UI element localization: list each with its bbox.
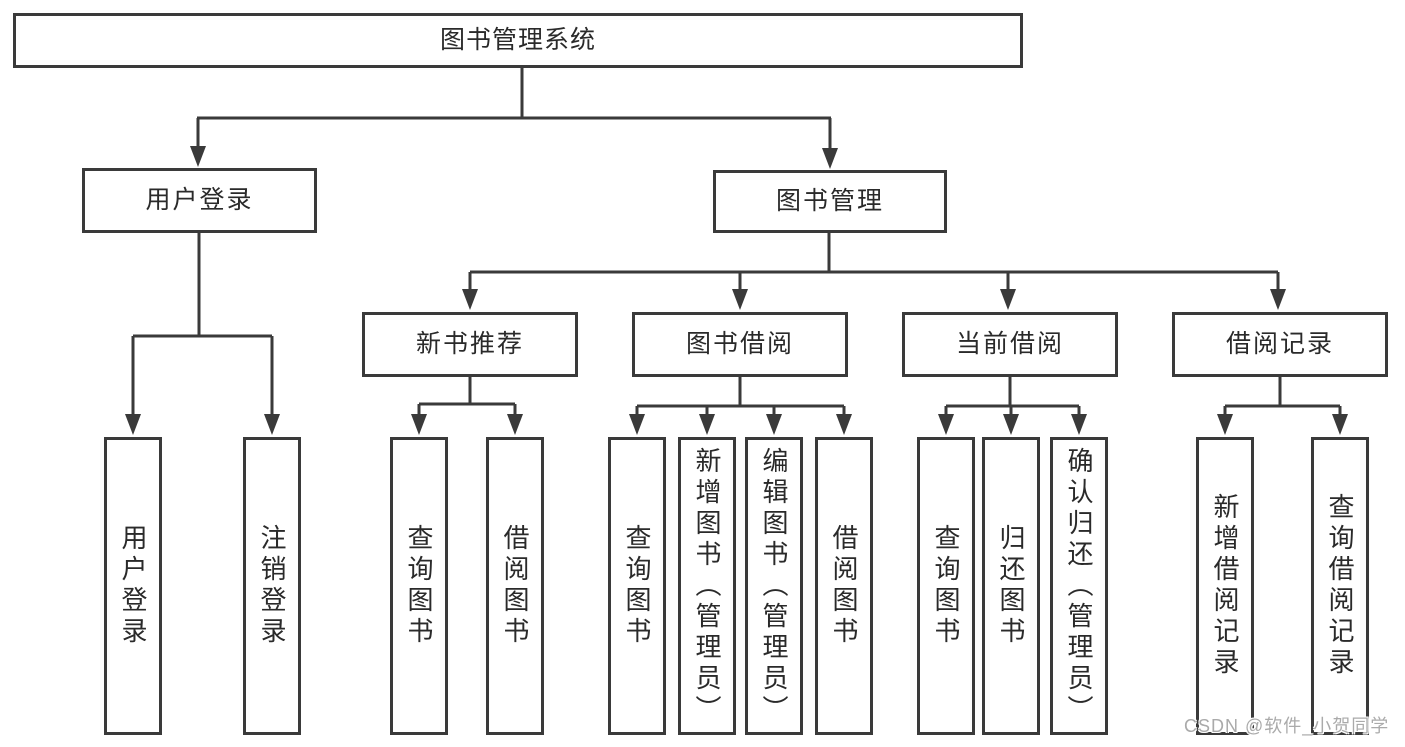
leaf-query-books-recommend: 查询图书 — [390, 437, 448, 735]
node-current-borrowing: 当前借阅 — [902, 312, 1118, 377]
leaf-edit-book-admin: 编辑图书（管理员） — [745, 437, 803, 735]
leaf-borrow-books: 借阅图书 — [815, 437, 873, 735]
node-user-login: 用户登录 — [82, 168, 317, 233]
node-book-borrowing: 图书借阅 — [632, 312, 848, 377]
connector-current-borrow-children — [938, 377, 1087, 435]
leaf-query-books-borrow: 查询图书 — [608, 437, 666, 735]
connector-book-management-children — [462, 233, 1286, 310]
node-library-management-system: 图书管理系统 — [13, 13, 1023, 68]
leaf-add-book-admin: 新增图书（管理员） — [678, 437, 736, 735]
connector-user-login-children — [125, 233, 280, 435]
leaf-add-borrow-record: 新增借阅记录 — [1196, 437, 1254, 735]
leaf-query-borrow-record: 查询借阅记录 — [1311, 437, 1369, 735]
connector-borrow-record-children — [1217, 377, 1348, 435]
node-new-book-recommendation: 新书推荐 — [362, 312, 578, 377]
leaf-query-books-current: 查询图书 — [917, 437, 975, 735]
connector-book-borrow-children — [629, 377, 852, 435]
connector-root-to-level2 — [190, 68, 838, 169]
leaf-return-book: 归还图书 — [982, 437, 1040, 735]
csdn-watermark: CSDN @软件_小贺同学 — [1184, 716, 1390, 736]
leaf-logout: 注销登录 — [243, 437, 301, 735]
leaf-borrow-books-recommend: 借阅图书 — [486, 437, 544, 735]
leaf-confirm-return-admin: 确认归还（管理员） — [1050, 437, 1108, 735]
leaf-user-login: 用户登录 — [104, 437, 162, 735]
node-book-management: 图书管理 — [713, 170, 947, 233]
node-borrowing-records: 借阅记录 — [1172, 312, 1388, 377]
connector-new-book-children — [411, 377, 523, 435]
